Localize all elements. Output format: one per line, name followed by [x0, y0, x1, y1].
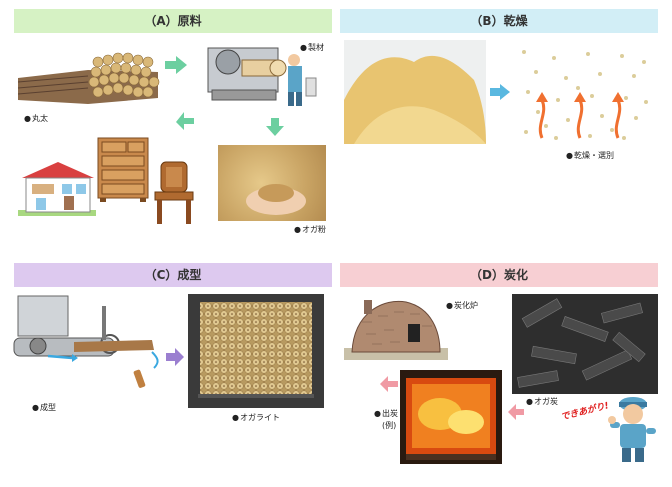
takeout-label: 出炭 [374, 408, 398, 419]
sawdust-pile-illustration [344, 40, 486, 144]
lumber-label: 製材 [300, 42, 324, 53]
charcoal-label: オガ炭 [526, 396, 558, 407]
arrow-right-blue-icon [490, 84, 510, 100]
sawdust-photo [218, 145, 326, 221]
takeout-example-label: (例) [382, 421, 397, 430]
worker-mascot-illustration [608, 397, 656, 462]
kiln-label: 炭化炉 [446, 300, 478, 311]
briquette-stack-photo [188, 294, 324, 408]
dry-label: 乾燥・選別 [566, 150, 614, 161]
done-callout: できあがり! [559, 401, 610, 423]
forming-machine-illustration [13, 295, 159, 388]
panel-a-title: （A）原料 [14, 9, 332, 33]
chair-illustration [154, 161, 194, 224]
arrow-down-green-icon [266, 118, 284, 136]
arrow-down-left-pink-icon [380, 376, 398, 392]
arrow-left-pink-icon [508, 404, 524, 420]
briquette-label: オガライト [232, 412, 280, 423]
charcoal-photo [512, 294, 658, 394]
drying-illustration [522, 50, 648, 140]
lumber-machine-illustration [207, 47, 317, 106]
logs-label: 丸太 [24, 113, 48, 124]
house-illustration [18, 162, 96, 216]
panel-b-title: （B）乾燥 [340, 9, 658, 33]
form-label: 成型 [32, 402, 56, 413]
logs-illustration [17, 52, 160, 104]
fire-photo [400, 370, 502, 464]
sawdust-label: オガ粉 [294, 224, 326, 235]
panel-c-title: （C）成型 [14, 263, 332, 287]
arrow-right-green-icon [165, 56, 187, 74]
panel-d-title: （D）炭化 [340, 263, 658, 287]
kiln-illustration [344, 300, 448, 360]
arrow-right-purple-icon [166, 348, 184, 366]
dresser-illustration [97, 137, 149, 202]
arrow-left-green-icon [176, 112, 194, 130]
